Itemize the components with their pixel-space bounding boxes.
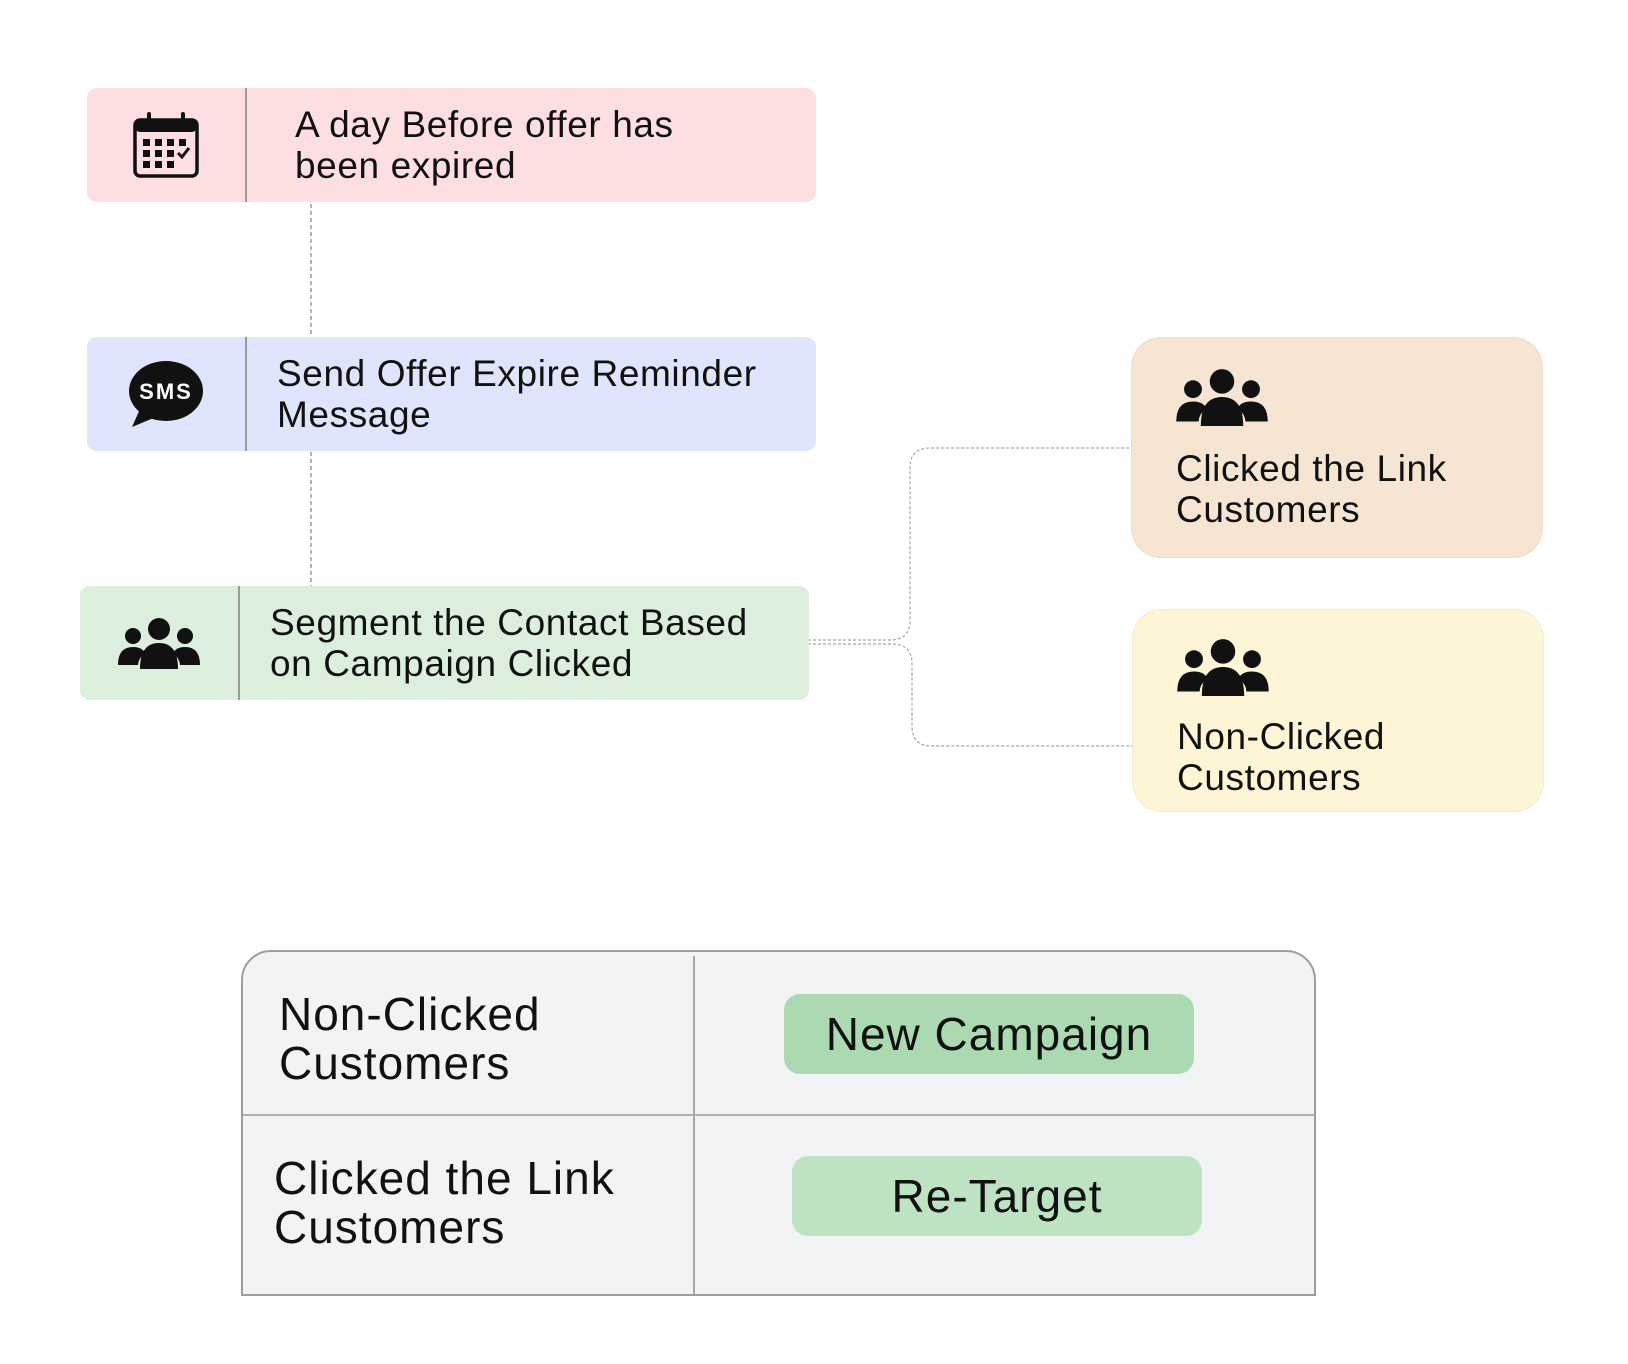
table-row-segment-label: Clicked the Link Customers xyxy=(274,1152,615,1253)
table-row-divider xyxy=(243,1114,1314,1116)
retarget-button[interactable]: Re-Target xyxy=(792,1156,1202,1236)
group-icon xyxy=(1177,639,1269,696)
segment-label: Non-Clicked Customers xyxy=(1177,716,1386,798)
connector-branch-clicked xyxy=(808,447,1131,641)
table-row-segment-label: Non-Clicked Customers xyxy=(279,988,541,1089)
segment-actions-table: Non-Clicked Customers New Campaign Click… xyxy=(241,950,1316,1296)
calendar-icon xyxy=(133,112,199,178)
step-icon-cell: SMS xyxy=(87,337,247,451)
sms-icon-text: SMS xyxy=(139,379,193,404)
step-segment-contacts[interactable]: Segment the Contact Based on Campaign Cl… xyxy=(80,586,809,700)
segment-clicked-customers[interactable]: Clicked the Link Customers xyxy=(1131,337,1543,558)
step-icon-cell xyxy=(87,88,247,202)
new-campaign-button[interactable]: New Campaign xyxy=(784,994,1194,1074)
sms-bubble-icon: SMS xyxy=(129,361,203,427)
group-icon xyxy=(118,618,200,669)
step-icon-cell xyxy=(80,586,240,700)
group-icon xyxy=(1176,369,1268,426)
step-send-reminder-sms[interactable]: SMS Send Offer Expire Reminder Message xyxy=(87,337,816,451)
connector-branch-nonclicked xyxy=(808,643,1132,747)
step-offer-expiry-trigger[interactable]: A day Before offer has been expired xyxy=(87,88,816,202)
step-label: Segment the Contact Based on Campaign Cl… xyxy=(270,602,748,684)
table-column-divider xyxy=(693,956,695,1294)
step-label: Send Offer Expire Reminder Message xyxy=(277,353,757,435)
step-label: A day Before offer has been expired xyxy=(295,104,674,186)
segment-nonclicked-customers[interactable]: Non-Clicked Customers xyxy=(1132,609,1544,812)
segment-label: Clicked the Link Customers xyxy=(1176,448,1447,530)
